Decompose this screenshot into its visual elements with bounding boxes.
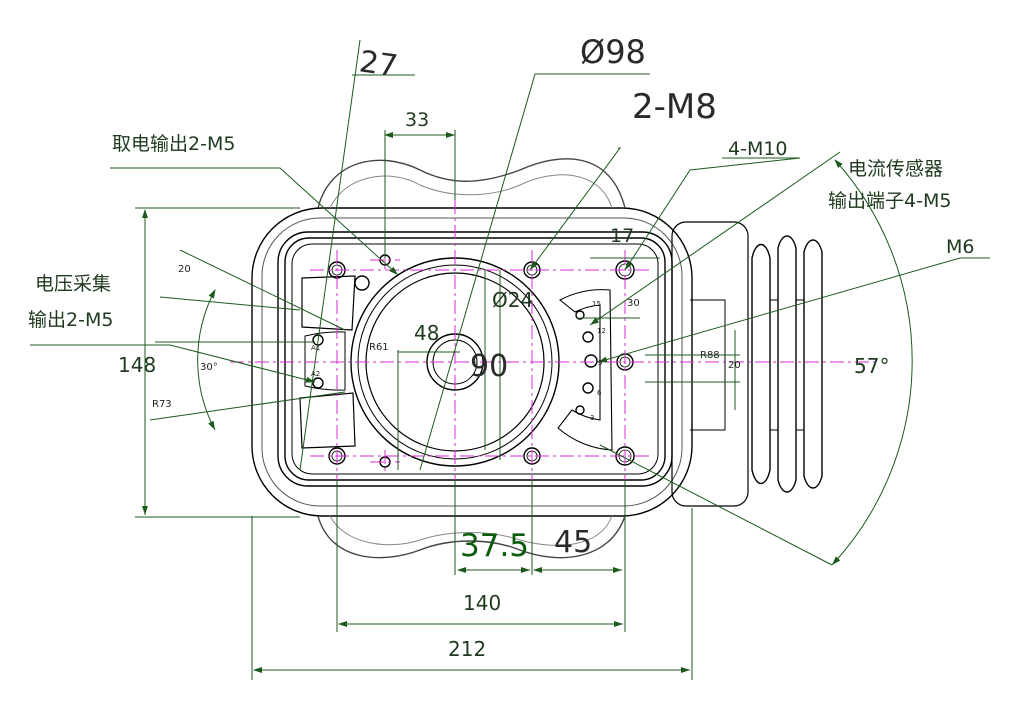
small-20-left: 20 bbox=[178, 264, 191, 275]
scale-left-2: A2 bbox=[311, 370, 320, 378]
dim-d24: Ø24 bbox=[492, 288, 533, 312]
angle-57: 57° bbox=[854, 354, 889, 378]
dim-37-5: 37.5 bbox=[460, 528, 529, 564]
callout-labels: 取电输出2-M5 电压采集 输出2-M5 电流传感器 输出端子4-M5 2-M8… bbox=[28, 87, 974, 331]
angle-30: 30° bbox=[200, 362, 218, 373]
scale-right-4: 6 bbox=[597, 389, 602, 397]
scale-left-1: A1 bbox=[311, 344, 320, 352]
voltage-label-line2: 输出2-M5 bbox=[28, 309, 113, 331]
m8-label: 2-M8 bbox=[632, 87, 717, 127]
scale-right-2: 12 bbox=[597, 327, 606, 335]
scale-right-3: 9 bbox=[598, 359, 602, 367]
dim-90: 90 bbox=[470, 349, 508, 384]
small-20-right: 20 bbox=[728, 360, 741, 371]
voltage-label-line1: 电压采集 bbox=[35, 273, 111, 295]
scale-right-1: 15 bbox=[592, 300, 601, 308]
current-label-line2: 输出端子4-M5 bbox=[828, 190, 951, 212]
dim-45: 45 bbox=[554, 525, 592, 560]
radius-r61: R61 bbox=[369, 342, 389, 353]
m6-label: M6 bbox=[946, 236, 974, 258]
dimension-lines bbox=[30, 39, 990, 680]
dim-d98: Ø98 bbox=[580, 33, 646, 71]
power-tap-label: 取电输出2-M5 bbox=[112, 133, 235, 155]
dim-27: 27 bbox=[357, 44, 400, 84]
dim-48: 48 bbox=[414, 321, 439, 345]
radius-r73: R73 bbox=[152, 399, 172, 410]
small-30: 30 bbox=[627, 298, 640, 309]
scale-marks: A1 A2 15 12 9 6 3 bbox=[311, 300, 606, 422]
center-lines bbox=[230, 200, 880, 560]
dim-212: 212 bbox=[448, 637, 486, 661]
scale-right-5: 3 bbox=[590, 414, 594, 422]
dim-140: 140 bbox=[463, 591, 501, 615]
radius-r88: R88 bbox=[700, 350, 720, 361]
m10-label: 4-M10 bbox=[728, 138, 788, 160]
dimension-labels: Ø98 27 33 17 Ø24 48 90 148 140 212 37.5 … bbox=[118, 33, 889, 661]
dim-33: 33 bbox=[405, 109, 429, 131]
current-label-line1: 电流传感器 bbox=[848, 158, 943, 180]
dim-148: 148 bbox=[118, 353, 156, 377]
dim-17: 17 bbox=[610, 225, 634, 247]
